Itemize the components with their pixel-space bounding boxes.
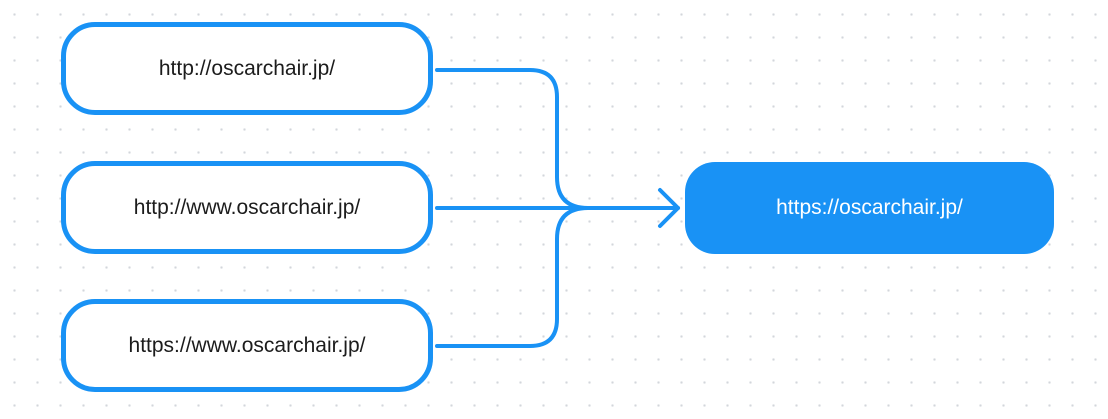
connector-bottom — [435, 206, 607, 348]
target-node: https://oscarchair.jp/ — [685, 162, 1054, 254]
source-node-3-label: https://www.oscarchair.jp/ — [128, 333, 366, 357]
source-node-2-label: http://www.oscarchair.jp/ — [133, 195, 361, 219]
source-node-3: https://www.oscarchair.jp/ — [61, 299, 433, 392]
source-node-1-label: http://oscarchair.jp/ — [158, 56, 336, 80]
source-node-2: http://www.oscarchair.jp/ — [61, 161, 433, 254]
source-node-1: http://oscarchair.jp/ — [61, 22, 433, 115]
arrowhead-icon — [658, 188, 680, 228]
target-node-label: https://oscarchair.jp/ — [776, 196, 963, 219]
connector-top — [435, 68, 607, 210]
